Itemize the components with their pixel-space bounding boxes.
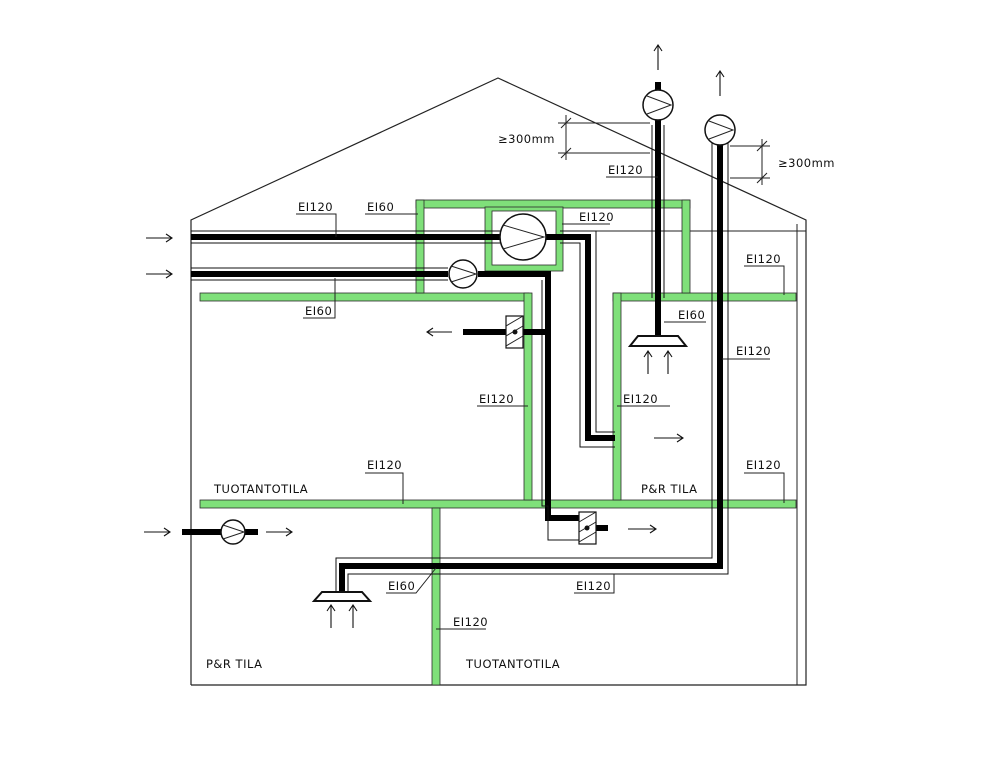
fan-icon (499, 213, 547, 261)
fan-icon (220, 519, 246, 545)
label-ei120: EI120 (576, 579, 611, 593)
label-ei120: EI120 (367, 458, 402, 472)
wall-upper-left-floor (199, 292, 530, 302)
arrow-icon (426, 327, 452, 337)
arrow-icon (653, 44, 663, 70)
arrow-icon (628, 524, 657, 534)
wall-lower-divider (431, 507, 441, 686)
clearance-dimension: ≥300mm (498, 115, 650, 160)
label-ei60: EI60 (678, 308, 705, 322)
fan-icon (704, 114, 736, 146)
label-ei120: EI120 (746, 252, 781, 266)
wall-shaft-right (612, 292, 622, 501)
arrow-icon (146, 269, 173, 279)
label-ei120: EI120 (623, 392, 658, 406)
wall-middle-floor (199, 499, 797, 509)
label-ei60: EI60 (367, 200, 394, 214)
wall-attic-left (415, 199, 425, 294)
clearance-dimension: ≥300mm (730, 139, 835, 185)
label-ei120: EI120 (746, 458, 781, 472)
label-ei120: EI120 (736, 344, 771, 358)
arrow-icon (715, 70, 725, 96)
fire-class-labels: EI120 EI60 EI120 EI60 EI120 EI120 EI60 E… (296, 163, 785, 630)
fire-damper-icon (505, 315, 524, 349)
wall-attic-right (681, 199, 691, 294)
fan-icon (642, 89, 674, 121)
room-label-production-upper: TUOTANTOTILA (213, 482, 308, 496)
label-ei120: EI120 (479, 392, 514, 406)
building-outline (190, 77, 807, 686)
wall-shaft-left (523, 292, 533, 501)
clearance-label-left: ≥300mm (498, 132, 555, 146)
room-label-pr-upper: P&R TILA (641, 482, 698, 496)
room-label-pr-lower: P&R TILA (206, 657, 263, 671)
label-ei120: EI120 (608, 163, 643, 177)
duct-network (182, 82, 729, 592)
supply-hood-icon (627, 335, 689, 374)
label-ei60: EI60 (305, 304, 332, 318)
fire-damper-icon (578, 511, 597, 545)
label-ei120: EI120 (579, 210, 614, 224)
arrow-icon (146, 233, 173, 243)
clearance-label-right: ≥300mm (778, 156, 835, 170)
arrow-icon (144, 527, 171, 537)
room-label-production-lower: TUOTANTOTILA (465, 657, 560, 671)
arrow-icon (266, 527, 293, 537)
label-ei120: EI120 (298, 200, 333, 214)
room-labels: TUOTANTOTILA P&R TILA P&R TILA TUOTANTOT… (206, 482, 698, 671)
label-ei120: EI120 (453, 615, 488, 629)
fan-icon (448, 259, 478, 289)
label-ei60: EI60 (388, 579, 415, 593)
arrow-icon (654, 433, 684, 443)
supply-hood-icon (311, 591, 373, 628)
wall-upper-right-floor (612, 292, 797, 302)
